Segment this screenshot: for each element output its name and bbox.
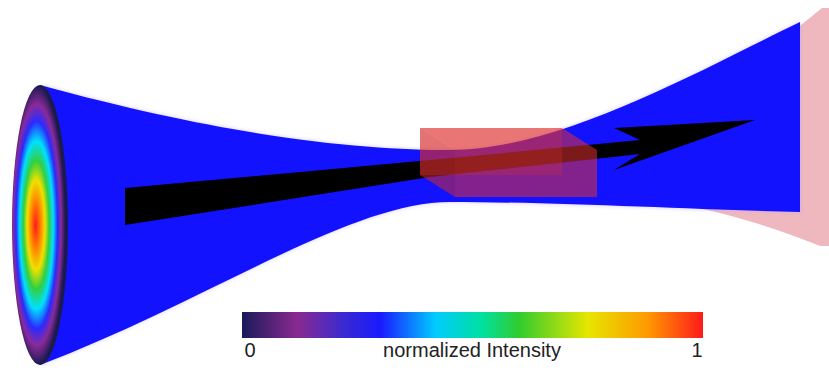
colorbar <box>242 312 703 338</box>
colorbar-title: normalized Intensity <box>383 339 561 361</box>
scale-min: 0 <box>244 339 255 361</box>
scale-max: 1 <box>691 339 702 361</box>
